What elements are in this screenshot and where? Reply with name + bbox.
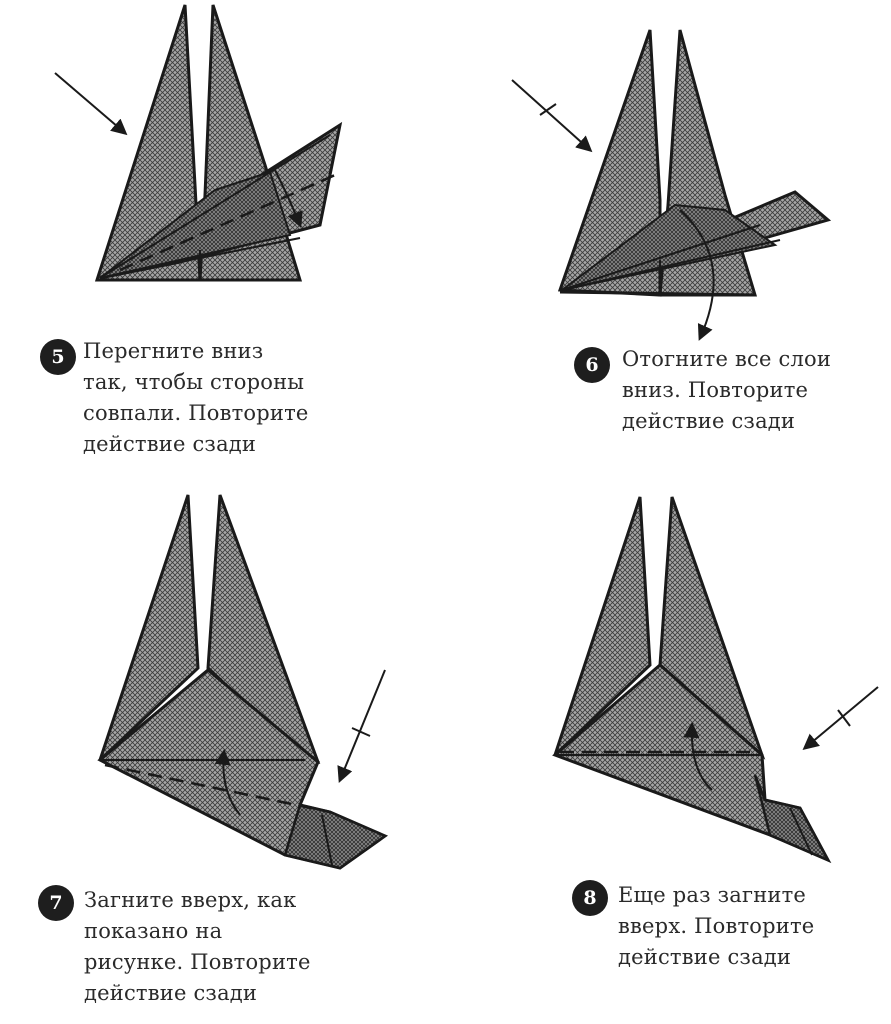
figure-step-6 xyxy=(511,29,832,341)
step-number-badge: 5 xyxy=(40,339,76,375)
curved-arrow-icon xyxy=(683,721,713,791)
step-number-badge: 8 xyxy=(572,880,608,916)
curved-arrow-icon xyxy=(679,209,715,341)
fig5-fold-line xyxy=(119,173,336,272)
fig6-inner-layer xyxy=(561,203,778,291)
arrow-icon xyxy=(337,669,386,783)
arrow-icon xyxy=(511,79,593,153)
fig7-fold-line xyxy=(104,763,331,814)
figure-step-5 xyxy=(54,4,343,282)
curved-arrow-icon xyxy=(274,169,303,228)
step-instruction: Отогните все слои вниз. Повторите действ… xyxy=(622,347,832,433)
arrow-icon xyxy=(54,72,128,136)
fig7-tail xyxy=(283,803,388,870)
figure-step-7 xyxy=(97,494,389,870)
fig8-tail xyxy=(753,774,831,863)
step-instruction: Загните вверх, как показано на рисунке. … xyxy=(84,888,311,1005)
step-number-badge: 7 xyxy=(38,885,74,921)
step-instruction: Еще раз загните вверх. Повторите действи… xyxy=(618,883,815,969)
step-instruction: Перегните вниз так, чтобы стороны совпал… xyxy=(83,339,309,456)
fig8-left-spike xyxy=(553,496,652,757)
arrow-icon xyxy=(802,686,879,751)
curved-arrow-icon xyxy=(214,748,241,816)
fig7-left-spike xyxy=(98,494,200,762)
step-number-badge: 6 xyxy=(574,347,610,383)
figure-step-8 xyxy=(552,496,879,864)
